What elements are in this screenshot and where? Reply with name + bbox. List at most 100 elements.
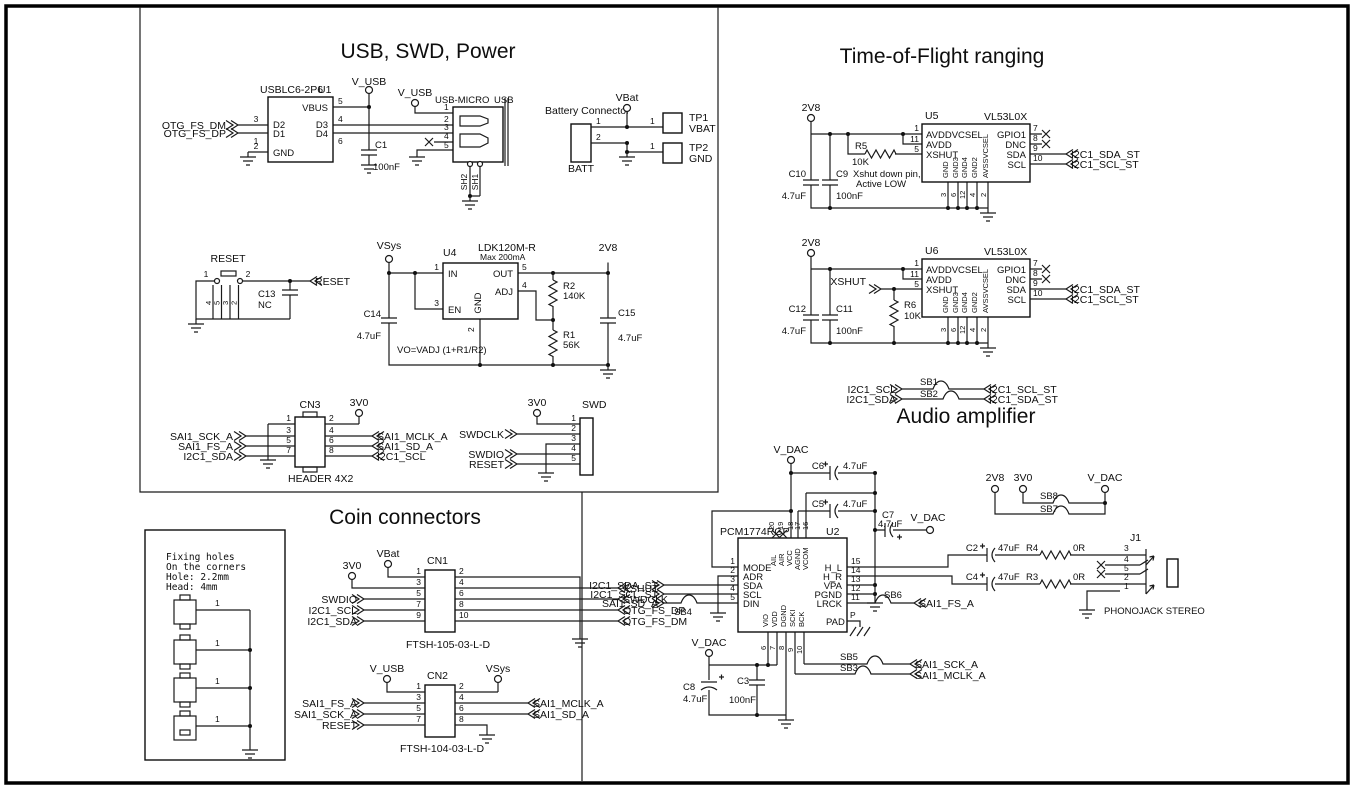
net-label: SAI1_SD_A bbox=[602, 598, 658, 610]
pin-number: 1 bbox=[254, 136, 259, 146]
net-label: SAI1_FS_A bbox=[919, 598, 974, 610]
ref-label: SB7 bbox=[1040, 504, 1058, 515]
pin-number: 2 bbox=[444, 114, 449, 124]
pin-number: 3 bbox=[286, 425, 291, 435]
value-label: 100nF bbox=[836, 191, 863, 202]
value-label: 100nF bbox=[836, 326, 863, 337]
net-label: 3V0 bbox=[343, 560, 362, 572]
note: Active LOW bbox=[856, 179, 906, 190]
note: Hole: 2.2mm bbox=[166, 572, 229, 583]
pin-number: 5 bbox=[416, 588, 421, 598]
value-label: 4.7uF bbox=[357, 331, 381, 342]
net-label: I2C1_SCL_ST bbox=[1071, 159, 1139, 171]
pin-name: AVSSVCSEL bbox=[981, 134, 990, 178]
pin-number: 4 bbox=[329, 425, 334, 435]
pin-name: VPA bbox=[824, 581, 843, 592]
net-label: SAI1_SCK_A bbox=[915, 659, 978, 671]
net-label: XSHUT bbox=[623, 583, 659, 595]
ref-label: C10 bbox=[789, 169, 806, 180]
power-node-icon bbox=[806, 113, 816, 123]
part-label: FTSH-105-03-L-D bbox=[406, 639, 490, 651]
ref-label: C15 bbox=[618, 308, 635, 319]
net-label: I2C1_SDA_ST bbox=[989, 394, 1058, 406]
ref-label: C14 bbox=[364, 309, 381, 320]
pin-number: 1 bbox=[416, 681, 421, 691]
pin-number: 4 bbox=[1124, 554, 1129, 564]
net-label: I2C1_SDA_ST bbox=[1071, 284, 1140, 296]
part-label: LDK120M-R bbox=[478, 242, 536, 254]
u2-audio-amp: PCM1774RGP U2 V_DAC C6 4.7uF C5 4.7uF C7… bbox=[589, 444, 1146, 729]
note: Xshut down pin, bbox=[853, 169, 921, 180]
u4-regulator: VSys U4 LDK120M-R Max 200mA 2V8 IN EN OU… bbox=[357, 240, 642, 379]
pin-name: H_R bbox=[823, 572, 842, 583]
pin-name: EN bbox=[448, 305, 461, 316]
pin-number: 2 bbox=[230, 301, 239, 305]
section-title: USB, SWD, Power bbox=[340, 40, 515, 63]
pin-number: 4 bbox=[459, 692, 464, 702]
section-title: Time-of-Flight ranging bbox=[840, 45, 1045, 68]
pin-number: 6 bbox=[459, 588, 464, 598]
part-label: VL53L0X bbox=[984, 246, 1027, 258]
pin-number: 8 bbox=[1033, 268, 1038, 278]
pin-number: 11 bbox=[910, 269, 919, 279]
pin-name: H_L bbox=[825, 563, 842, 574]
ref-label: C7 bbox=[882, 510, 894, 521]
pin-name: GND2 bbox=[970, 157, 979, 178]
pin-number: 17 bbox=[793, 522, 802, 530]
pin-number: 6 bbox=[949, 193, 958, 197]
pin-name: AVDDVCSEL bbox=[926, 130, 983, 141]
pin-name: GND bbox=[941, 296, 950, 313]
pin-number: 1 bbox=[1124, 581, 1129, 591]
ref-label: U5 bbox=[925, 110, 939, 122]
pin-number: 13 bbox=[851, 574, 861, 584]
ref-label: SB8 bbox=[1040, 491, 1058, 502]
net-label: 2V8 bbox=[802, 237, 821, 249]
pin-name: VIO bbox=[761, 614, 770, 627]
ref-label: J1 bbox=[1130, 532, 1141, 544]
pin-number: 14 bbox=[851, 565, 861, 575]
cn1-connector: CN1 VBat 3V0 SWDIO I2C1_SCL I2C1_SDA XSH… bbox=[307, 548, 687, 651]
caption: Battery Connector bbox=[545, 105, 630, 117]
ref-label: C1 bbox=[375, 140, 387, 151]
pin-name: D1 bbox=[273, 129, 285, 140]
ref-label: R6 bbox=[904, 300, 916, 311]
pin-number: 1 bbox=[914, 258, 919, 268]
pin-number: 5 bbox=[522, 262, 527, 272]
pin-number: 2 bbox=[1124, 572, 1129, 582]
ref-label: TP1 bbox=[689, 112, 708, 124]
net-label: VBAT bbox=[689, 123, 716, 135]
pin-number: 12 bbox=[851, 583, 861, 593]
pin-number: 8 bbox=[1033, 133, 1038, 143]
pin-number: 1 bbox=[416, 566, 421, 576]
pin-name: VCOM bbox=[801, 548, 810, 571]
value-label: 100nF bbox=[729, 695, 756, 706]
ref-label: C2 bbox=[966, 543, 978, 554]
pin-number: 12 bbox=[958, 326, 967, 334]
net-label: I2C1_SDA bbox=[183, 451, 233, 463]
net-label: 3V0 bbox=[350, 397, 369, 409]
value-label: 4.7uF bbox=[683, 694, 707, 705]
ref-label: SB3 bbox=[840, 663, 858, 674]
pin-number: 1 bbox=[204, 269, 209, 279]
pin-name: GND4 bbox=[960, 157, 969, 178]
net-label: I2C1_SDA bbox=[307, 616, 357, 628]
pin-name: D2 bbox=[273, 120, 285, 131]
net-label: 2V8 bbox=[802, 102, 821, 114]
ref-label: U2 bbox=[826, 526, 840, 538]
vdac-supply-bridges: 2V8 3V0 V_DAC SB8 SB7 bbox=[986, 472, 1123, 515]
pin-number: 10 bbox=[1033, 153, 1043, 163]
net-label: SWDIO bbox=[321, 594, 357, 606]
part-label: HEADER 4X2 bbox=[288, 473, 354, 485]
value-label: Max 200mA bbox=[480, 252, 526, 262]
pin-number: 4 bbox=[571, 443, 576, 453]
value-label: 47uF bbox=[998, 572, 1020, 583]
pin-number: 6 bbox=[329, 435, 334, 445]
net-label: SWDCLK bbox=[623, 594, 668, 606]
pin-number: 7 bbox=[416, 714, 421, 724]
net-label: I2C1_SCL bbox=[377, 451, 426, 463]
pin-number: 8 bbox=[777, 646, 786, 650]
pin-number: 4 bbox=[968, 193, 977, 197]
pin-name: AIR bbox=[777, 553, 786, 566]
pin-name: GND2 bbox=[970, 292, 979, 313]
